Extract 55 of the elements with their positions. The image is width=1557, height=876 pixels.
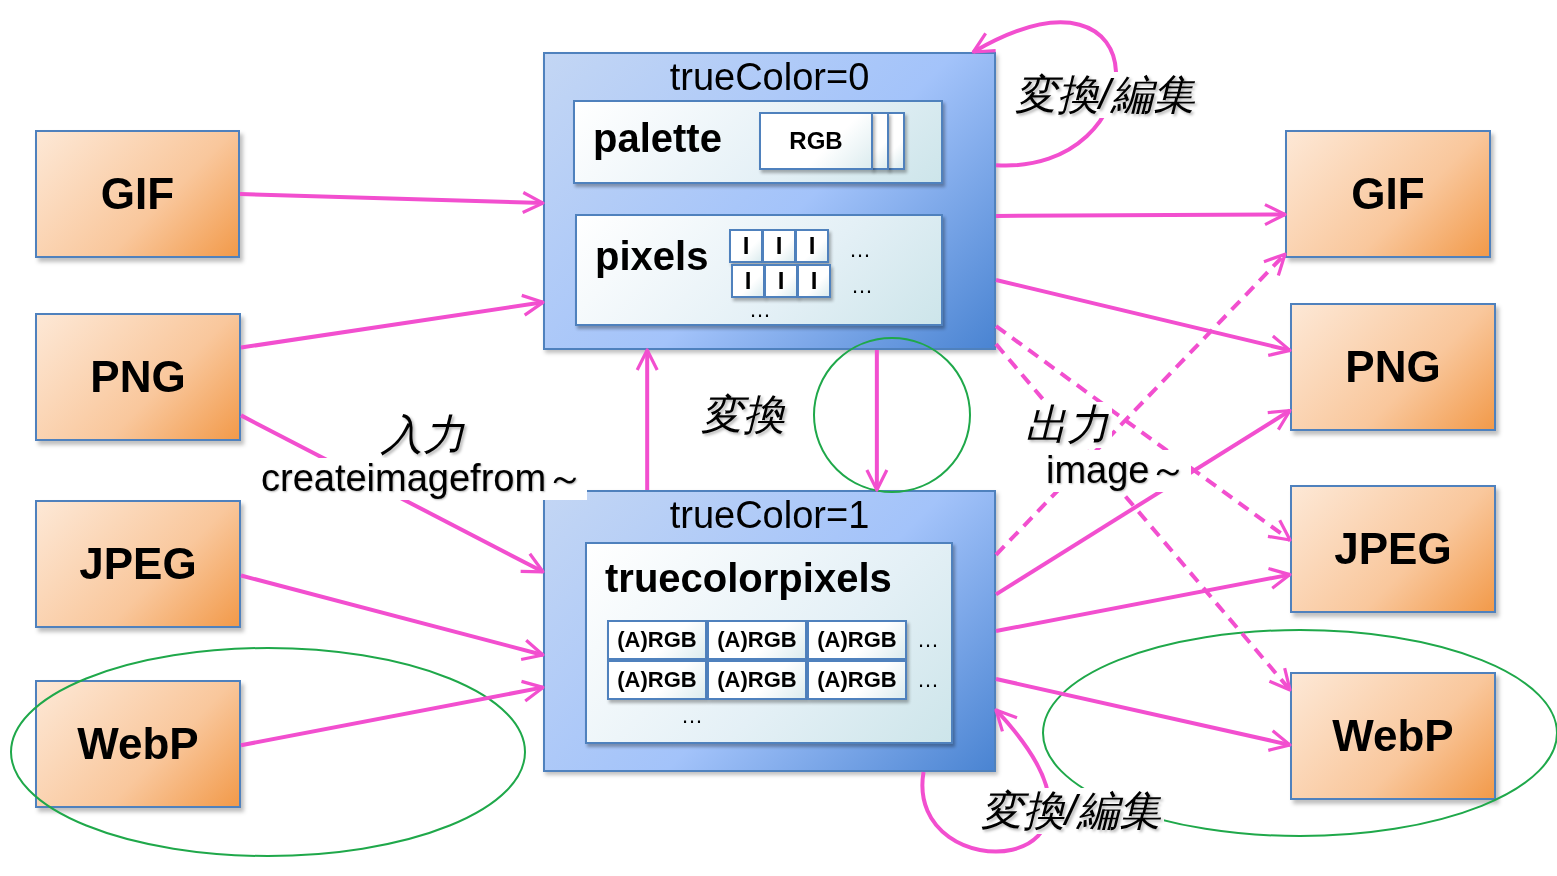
arrow bbox=[240, 573, 545, 662]
rgb-cell: (A)RGB bbox=[707, 620, 807, 660]
format-box: PNG bbox=[1290, 303, 1496, 431]
pixel-cell: I bbox=[764, 264, 798, 298]
rgb-cell: (A)RGB bbox=[607, 660, 707, 700]
ellipsis: … bbox=[849, 238, 871, 263]
arrow bbox=[995, 278, 1292, 358]
pixel-cell: I bbox=[762, 229, 796, 263]
box-heading: trueColor=0 bbox=[669, 55, 870, 100]
pixel-cell: I bbox=[731, 264, 765, 298]
rgb-cell: (A)RGB bbox=[707, 660, 807, 700]
edge-label: 変換/編集 bbox=[1012, 72, 1198, 119]
arrow bbox=[635, 348, 659, 490]
arrow bbox=[240, 679, 545, 748]
container-box bbox=[543, 490, 996, 772]
format-box: JPEG bbox=[1290, 485, 1496, 613]
arrow bbox=[240, 413, 545, 574]
arrow bbox=[995, 566, 1292, 633]
pixel-cell: I bbox=[797, 264, 831, 298]
arrow bbox=[995, 677, 1292, 752]
pixel-cell: I bbox=[729, 229, 763, 263]
container-box bbox=[543, 52, 996, 350]
rgb-card: RGB bbox=[759, 112, 873, 170]
arrow bbox=[239, 190, 545, 215]
box-label: palette bbox=[593, 116, 722, 161]
ellipsis: … bbox=[851, 274, 873, 299]
panel-box bbox=[575, 214, 943, 326]
dashed-arrow bbox=[994, 252, 1287, 557]
rgb-cell: (A)RGB bbox=[807, 660, 907, 700]
arrow bbox=[994, 408, 1292, 597]
format-box: WebP bbox=[1290, 672, 1496, 800]
panel-box bbox=[585, 542, 953, 744]
ellipsis: … bbox=[749, 298, 771, 323]
ellipsis: … bbox=[917, 628, 939, 653]
dashed-arrow bbox=[994, 342, 1292, 692]
dashed-arrow bbox=[994, 324, 1292, 542]
box-label: pixels bbox=[595, 234, 709, 279]
arrow bbox=[240, 293, 545, 350]
panel-box bbox=[573, 100, 943, 184]
ellipsis: … bbox=[917, 668, 939, 693]
rgb-cell: (A)RGB bbox=[607, 620, 707, 660]
format-box: WebP bbox=[35, 680, 241, 808]
edge-label: 変換/編集 bbox=[978, 788, 1164, 835]
annotation-text: 入力 bbox=[378, 412, 468, 459]
rgb-cell: (A)RGB bbox=[807, 620, 907, 660]
pixel-cell: I bbox=[795, 229, 829, 263]
format-box: GIF bbox=[1285, 130, 1491, 258]
arrow bbox=[996, 203, 1287, 227]
box-label: truecolorpixels bbox=[605, 556, 892, 601]
format-box: JPEG bbox=[35, 500, 241, 628]
box-heading: trueColor=1 bbox=[669, 493, 870, 538]
arrow bbox=[865, 350, 889, 492]
format-box: GIF bbox=[35, 130, 240, 258]
ellipsis: … bbox=[681, 704, 703, 729]
format-box: PNG bbox=[35, 313, 241, 441]
